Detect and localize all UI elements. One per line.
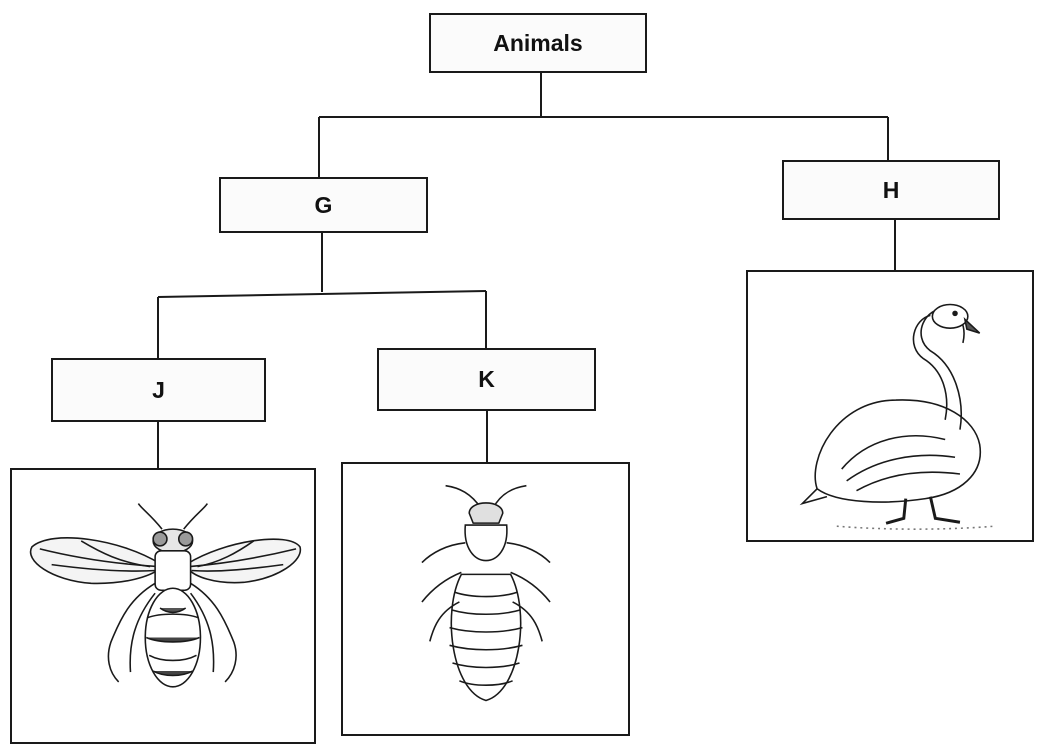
node-k-label: K xyxy=(478,366,495,393)
node-h-label: H xyxy=(883,177,900,204)
node-g: G xyxy=(219,177,428,233)
node-j: J xyxy=(51,358,266,422)
node-k: K xyxy=(377,348,596,411)
fly-icon xyxy=(12,470,314,742)
picture-h-frame xyxy=(746,270,1034,542)
termite-icon xyxy=(343,464,628,734)
node-animals: Animals xyxy=(429,13,647,73)
node-h: H xyxy=(782,160,1000,220)
node-j-label: J xyxy=(152,377,165,404)
picture-k-frame xyxy=(341,462,630,736)
node-animals-label: Animals xyxy=(493,30,582,57)
node-g-label: G xyxy=(315,192,333,219)
swan-icon xyxy=(748,272,1032,540)
picture-j-frame xyxy=(10,468,316,744)
